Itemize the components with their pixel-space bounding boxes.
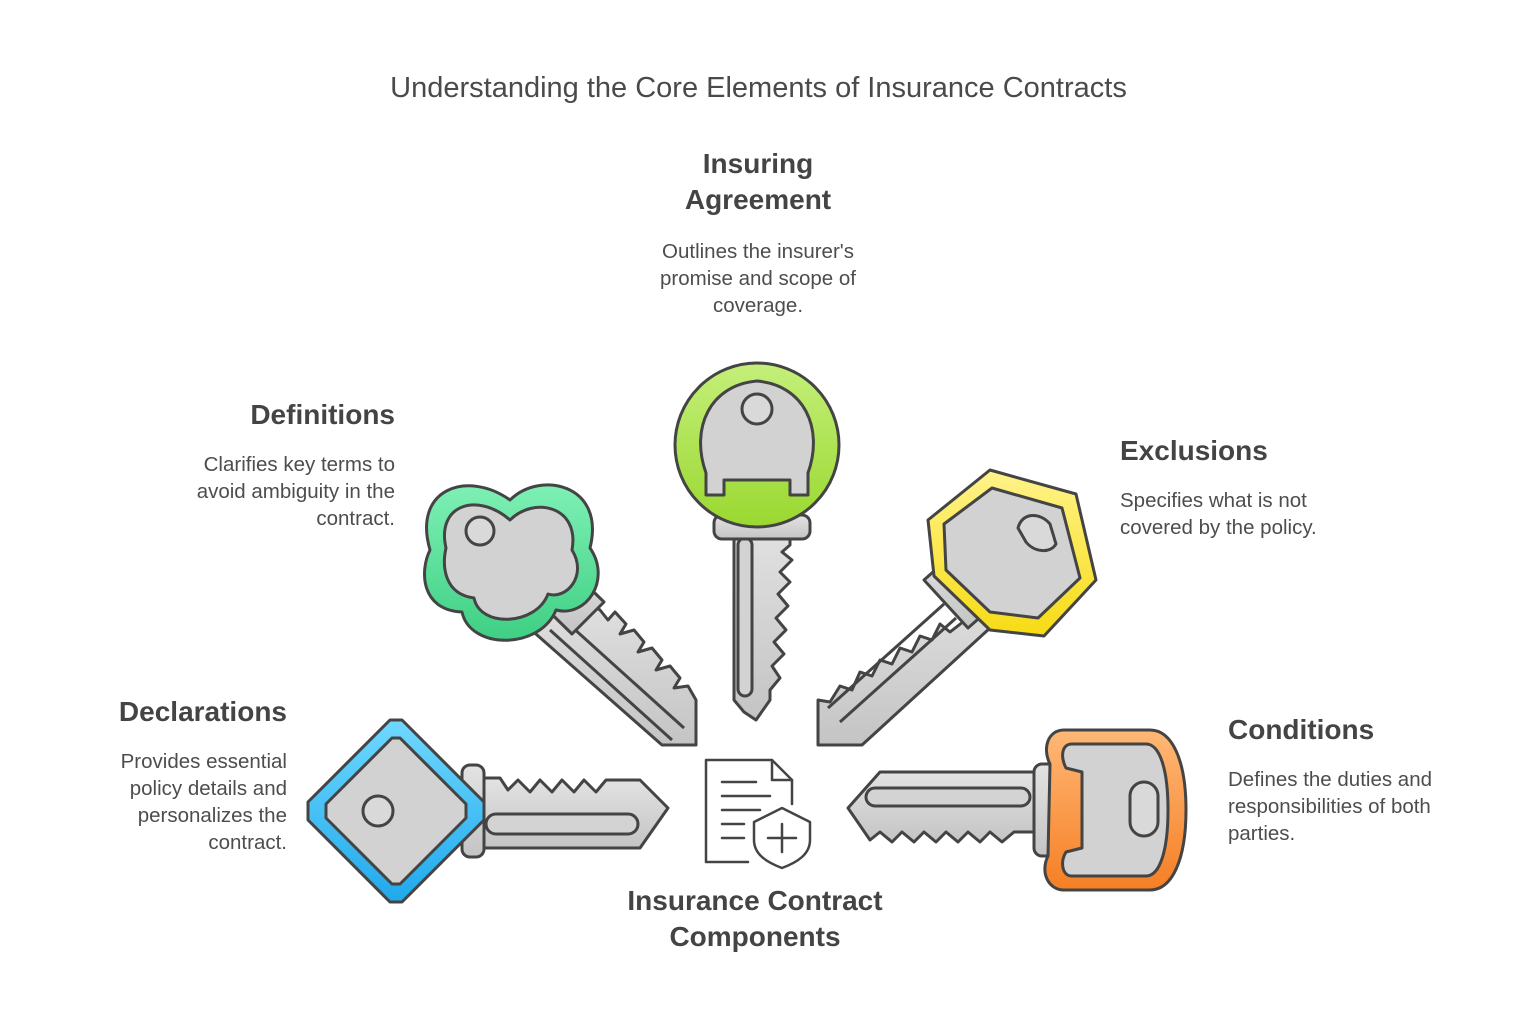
exclusions-heading: Exclusions <box>1120 435 1268 466</box>
key-icon-declarations <box>306 718 670 904</box>
exclusions-block: Exclusions Specifies what is not covered… <box>1120 433 1360 541</box>
insuring-agreement-block: Insuring Agreement Outlines the insurer'… <box>598 146 918 319</box>
insuring-agreement-heading: Insuring Agreement <box>684 148 832 215</box>
insuring-agreement-description: Outlines the insurer's promise and scope… <box>659 240 856 317</box>
declarations-description: Provides essential policy details and pe… <box>120 750 287 854</box>
key-icon-conditions <box>846 728 1188 892</box>
declarations-block: Declarations Provides essential policy d… <box>80 694 287 856</box>
definitions-block: Definitions Clarifies key terms to avoid… <box>160 397 395 532</box>
key-icon-definitions <box>423 483 698 747</box>
conditions-heading: Conditions <box>1228 714 1375 745</box>
definitions-heading: Definitions <box>250 399 395 430</box>
center-label: Insurance Contract Components <box>627 885 883 952</box>
definitions-description: Clarifies key terms to avoid ambiguity i… <box>196 453 395 530</box>
key-icon-exclusions <box>816 468 1098 747</box>
diagram-title: Understanding the Core Elements of Insur… <box>390 72 1127 104</box>
document-shield-icon <box>704 758 812 870</box>
conditions-block: Conditions Defines the duties and respon… <box>1228 712 1468 847</box>
declarations-heading: Declarations <box>118 696 287 727</box>
exclusions-description: Specifies what is not covered by the pol… <box>1120 489 1317 539</box>
conditions-description: Defines the duties and responsibilities … <box>1228 768 1432 845</box>
key-icon-insuring-agreement <box>673 361 841 722</box>
